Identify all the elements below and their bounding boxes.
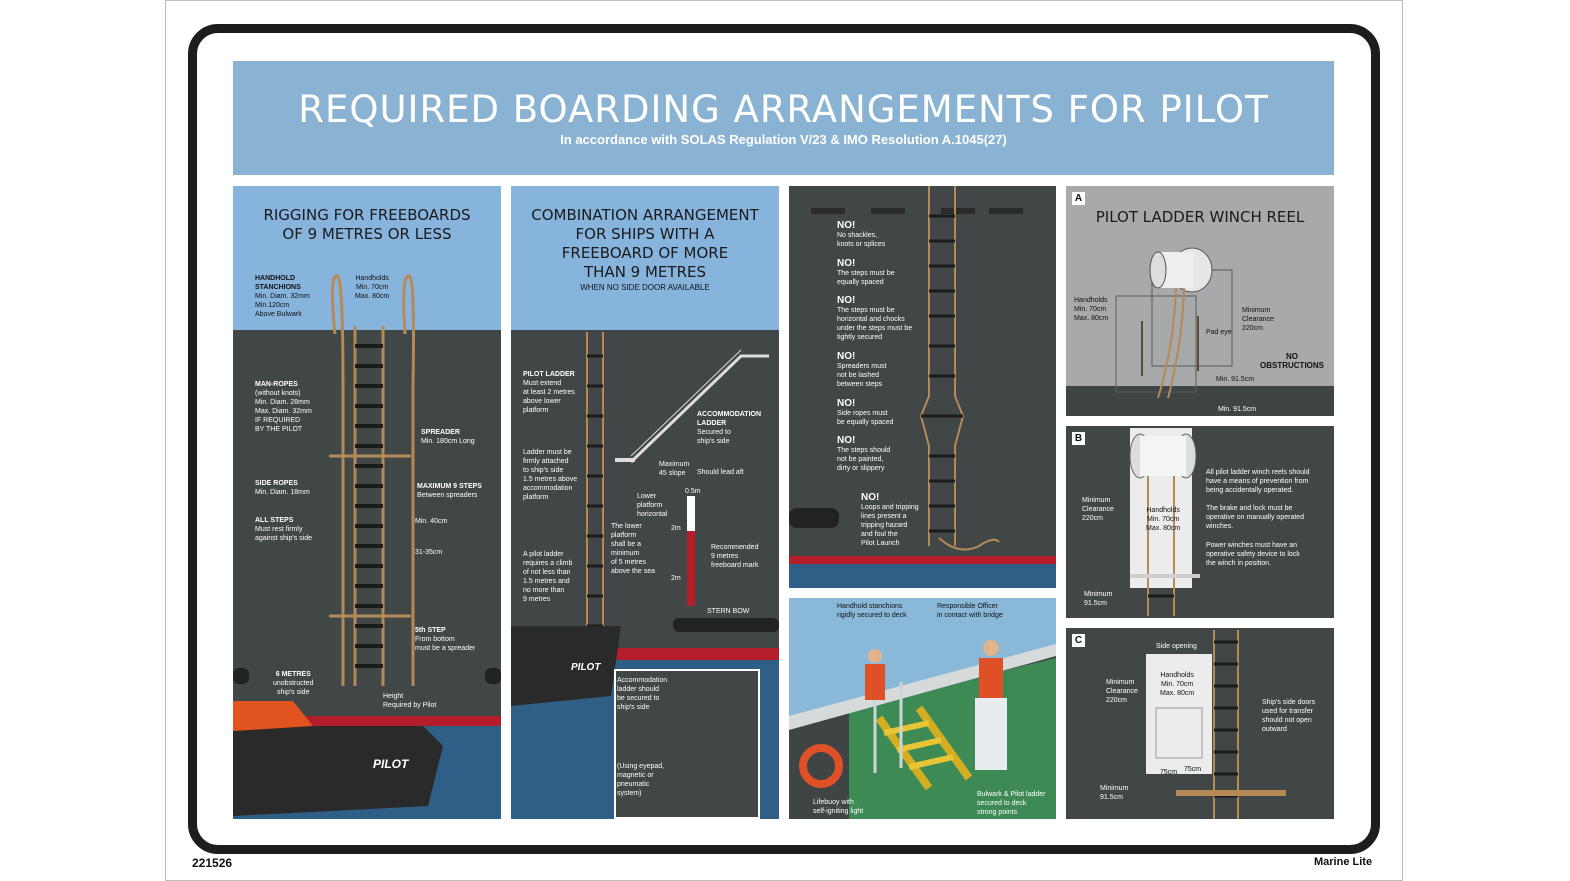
two-metre-upper-label: 2m [671, 525, 681, 532]
two-metre-lower-label: 2m [671, 575, 681, 582]
panel-title: PILOT LADDER WINCH REEL [1095, 208, 1305, 226]
combination-drawing: PILOT [511, 332, 779, 819]
sky [233, 186, 501, 330]
panel-title-line: THAN 9 METRES [583, 263, 706, 281]
panel-ladder-faults: NO!No shackles,knots or splices NO!The s… [789, 186, 1056, 588]
min-width-label-b: Min. 91.5cm [1218, 406, 1257, 413]
panel-freeboard-9m-or-less: RIGGING FOR FREEBOARDS OF 9 METRES OR LE… [233, 186, 501, 819]
panel-title: COMBINATION ARRANGEMENT FOR SHIPS WITH A… [511, 206, 779, 282]
min-width-label-a: Min. 91.5cm [1216, 376, 1255, 383]
panel-letter: A [1072, 192, 1085, 205]
panel-title-line: FOR SHIPS WITH A [575, 225, 715, 243]
stern-bow-label: STERN BOW [707, 608, 750, 615]
pad-eye-label: Pad eye [1206, 329, 1232, 336]
panel-letter: C [1072, 634, 1085, 647]
width-label-1: 75cm [1160, 769, 1178, 776]
boat-name: PILOT [373, 757, 410, 771]
fault-1: NO!No shackles,knots or splices [837, 220, 886, 248]
half-metre-label: 0.5m [685, 488, 701, 495]
no-side-door-label: WHEN NO SIDE DOOR AVAILABLE [580, 283, 710, 292]
side-door-drawing [1146, 630, 1286, 819]
sky [511, 186, 779, 330]
ladder-drawing: PILOT [233, 274, 501, 816]
step-spacing-label: 31-35cm [415, 549, 443, 556]
panel-title-line: COMBINATION ARRANGEMENT [531, 206, 759, 224]
width-label-2: 75cm [1184, 766, 1202, 773]
panel-title-line: FREEBOARD OF MORE [561, 244, 729, 262]
subtitle: In accordance with SOLAS Regulation V/23… [560, 132, 1007, 147]
panel-title-line: OF 9 METRES OR LESS [282, 225, 452, 243]
lead-aft-label: Should lead aft [697, 469, 744, 476]
faulty-ladder-drawing [789, 186, 1056, 588]
min40-label: Min. 40cm [415, 518, 448, 525]
product-code: 221526 [192, 856, 233, 870]
brand-name: Marine Lite [1314, 856, 1373, 868]
side-opening-label: Side opening [1156, 643, 1197, 650]
main-title: REQUIRED BOARDING ARRANGEMENTS FOR PILOT [298, 88, 1269, 131]
winch-reel-drawing [1066, 247, 1334, 416]
panel-title-line: RIGGING FOR FREEBOARDS [263, 206, 471, 224]
panel-letter: B [1072, 432, 1085, 445]
winch-reel-front-drawing [1129, 428, 1200, 616]
panel-title: RIGGING FOR FREEBOARDS OF 9 METRES OR LE… [233, 206, 501, 244]
boat-name: PILOT [571, 662, 601, 673]
panel-combination-arrangement: COMBINATION ARRANGEMENT FOR SHIPS WITH A… [511, 186, 779, 819]
title-banner: REQUIRED BOARDING ARRANGEMENTS FOR PILOT… [233, 61, 1334, 175]
deck-drawing [789, 640, 1056, 819]
